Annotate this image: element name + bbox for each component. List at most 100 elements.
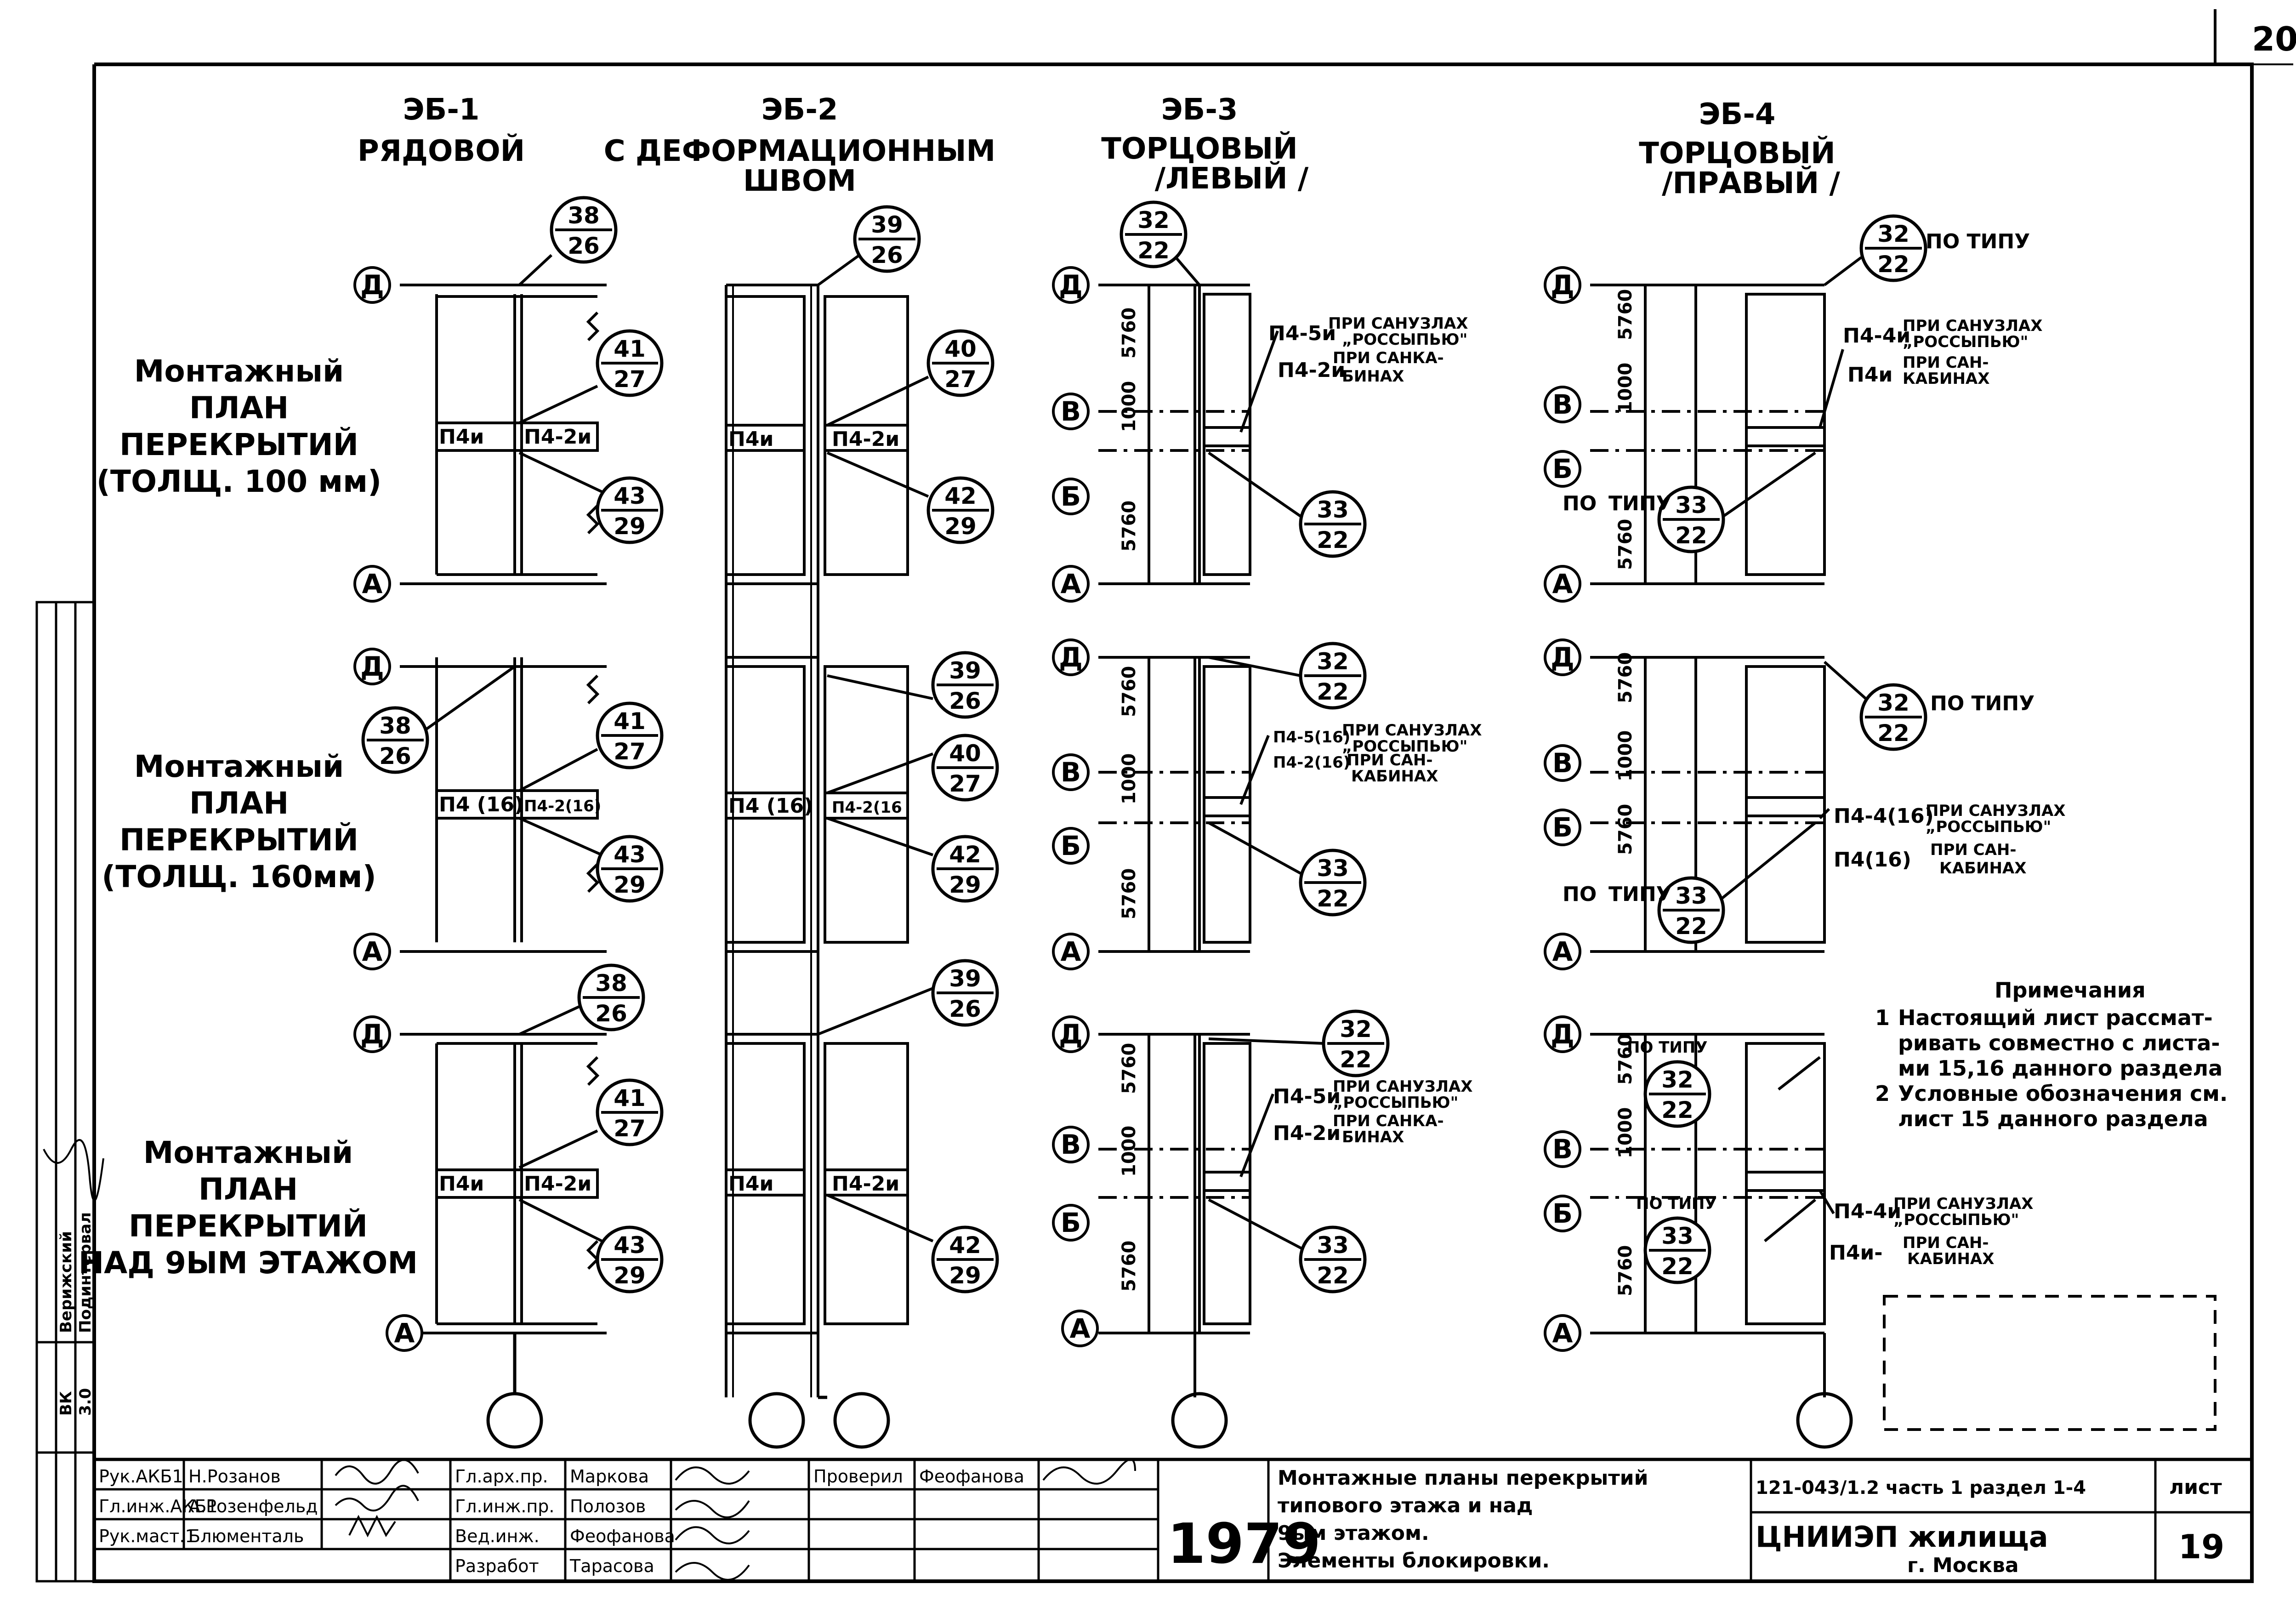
dimension-label: 5760 — [1119, 308, 1140, 359]
tb-r3c1: Рук.маст.1 — [99, 1526, 196, 1546]
dimension-labels: 5760100057605760100057605760100057605760… — [1119, 289, 1636, 1296]
svg-text:43: 43 — [614, 483, 646, 509]
svg-text:39: 39 — [949, 965, 981, 992]
svg-text:А: А — [394, 1317, 415, 1349]
note-san1: ПРИ САНУЗЛАХ — [1342, 721, 1482, 740]
col2-code: ЭБ-2 — [762, 93, 838, 127]
svg-text:22: 22 — [1877, 720, 1910, 746]
panel-p4-16: П4 (16) — [439, 793, 523, 816]
note-san1: ПРИ САНУЗЛАХ — [1893, 1195, 2034, 1213]
axis-marker: Д — [1052, 1015, 1090, 1053]
axis-marker: В — [1052, 393, 1090, 430]
col1-name: РЯДОВОЙ — [358, 133, 525, 168]
svg-text:22: 22 — [1317, 1262, 1349, 1289]
svg-text:Б: Б — [1061, 1207, 1081, 1238]
remark-2-num: 2 — [1875, 1081, 1890, 1106]
row2-l1: Монтажный — [134, 749, 344, 784]
panel-p4-2-16: П4-2(16) — [524, 797, 601, 815]
svg-text:22: 22 — [1340, 1046, 1372, 1073]
row3-l3: ПЕРЕКРЫТИЙ — [129, 1208, 368, 1244]
tb-title-4: Элементы блокировки. — [1278, 1549, 1550, 1573]
tb-checked-label: Проверил — [813, 1466, 903, 1487]
note-tipu: ТИПУ — [1608, 492, 1672, 515]
dimension-label: 5760 — [1615, 652, 1636, 703]
panel-p4i: П4и — [1847, 363, 1892, 387]
panel-p4-2i: П4-2и — [832, 427, 899, 451]
note-san2: „РОССЫПЬЮ" — [1342, 737, 1467, 756]
note-san2: „РОССЫПЬЮ" — [1893, 1211, 2019, 1229]
svg-text:39: 39 — [871, 211, 903, 238]
tb-title-3: 9ым этажом. — [1278, 1521, 1429, 1545]
tb-title-1: Монтажные планы перекрытий — [1278, 1466, 1648, 1490]
panel-p4-4i: П4-4и — [1843, 324, 1910, 348]
svg-text:А: А — [1552, 936, 1573, 967]
svg-text:29: 29 — [949, 1262, 981, 1289]
svg-text:29: 29 — [949, 872, 981, 898]
svg-text:Д: Д — [1551, 642, 1574, 673]
col2-plans — [725, 254, 934, 1397]
panel-p4i: П4и — [439, 1172, 484, 1196]
svg-text:В: В — [1061, 396, 1081, 427]
axis-marker: Д — [1544, 266, 1581, 304]
svg-text:32: 32 — [1877, 221, 1910, 247]
tb-s3c2: Феофанова — [570, 1526, 675, 1546]
svg-text:А: А — [1552, 568, 1573, 599]
svg-text:А: А — [1061, 936, 1081, 967]
note-tipu: ТИПУ — [1608, 883, 1672, 906]
svg-text:33: 33 — [1661, 1223, 1694, 1249]
dimension-label: 5760 — [1615, 1245, 1636, 1296]
note-san2: „РОССЫПЬЮ" — [1903, 333, 2028, 351]
col3-code: ЭБ-3 — [1161, 93, 1238, 127]
remarks: Примечания 1 Настоящий лист рассмат- рив… — [1875, 978, 2228, 1131]
remark-1-num: 1 — [1875, 1005, 1890, 1030]
svg-text:22: 22 — [1877, 251, 1910, 278]
note-po: ПО — [1563, 883, 1597, 906]
tb-org-2: г. Москва — [1907, 1554, 2019, 1577]
col4-name2: /ПРАВЫЙ / — [1662, 165, 1840, 200]
dimension-label: 5760 — [1119, 1043, 1140, 1094]
svg-text:29: 29 — [944, 513, 977, 540]
row-labels: Монтажный ПЛАН ПЕРЕКРЫТИЙ (ТОЛЩ. 100 мм)… — [79, 353, 418, 1281]
svg-text:22: 22 — [1661, 1097, 1694, 1123]
axis-marker: Б — [1544, 809, 1581, 846]
tb-r3c2: Блюменталь — [188, 1526, 304, 1546]
svg-text:40: 40 — [949, 740, 981, 767]
svg-text:В: В — [1061, 1129, 1081, 1160]
col3-name2: /ЛЕВЫЙ / — [1155, 161, 1309, 196]
sheet-number: 20 — [2252, 20, 2296, 58]
svg-text:22: 22 — [1675, 913, 1707, 940]
svg-text:Д: Д — [1059, 1019, 1083, 1050]
tb-list-number: 19 — [2178, 1527, 2224, 1566]
svg-text:22: 22 — [1675, 522, 1707, 549]
panel-p4-4i: П4-4и — [1834, 1200, 1901, 1223]
note-san2: „РОССЫПЬЮ" — [1926, 818, 2051, 836]
tb-org-1: ЦНИИЭП жилища — [1756, 1520, 2048, 1554]
left-strip — [35, 601, 96, 1583]
svg-text:32: 32 — [1317, 648, 1349, 675]
panel-p4-2i: П4-2и — [524, 425, 591, 449]
dimension-label: 5760 — [1119, 501, 1140, 552]
col2-panel-labels: П4и П4-2и П4 (16) П4-2(16 П4и П4-2и — [728, 427, 902, 1196]
remark-1b: ривать совместно с листа- — [1898, 1031, 2220, 1055]
panel-p4-5i: П4-5и — [1273, 1085, 1341, 1108]
svg-text:Б: Б — [1552, 1198, 1573, 1229]
axis-marker: Б — [1544, 1195, 1581, 1232]
svg-text:22: 22 — [1317, 678, 1349, 705]
svg-text:Д: Д — [1059, 269, 1083, 301]
svg-text:42: 42 — [949, 1232, 981, 1259]
svg-text:Б: Б — [1061, 481, 1081, 512]
svg-text:27: 27 — [944, 366, 977, 393]
panel-p4i: П4и — [728, 427, 773, 451]
svg-text:39: 39 — [949, 657, 981, 684]
col4-name1: ТОРЦОВЫЙ — [1639, 136, 1835, 171]
svg-text:41: 41 — [614, 708, 646, 735]
svg-text:27: 27 — [614, 1115, 646, 1142]
svg-text:29: 29 — [614, 1262, 646, 1289]
note-po-tipu: ПО ТИПУ — [1636, 1195, 1717, 1213]
